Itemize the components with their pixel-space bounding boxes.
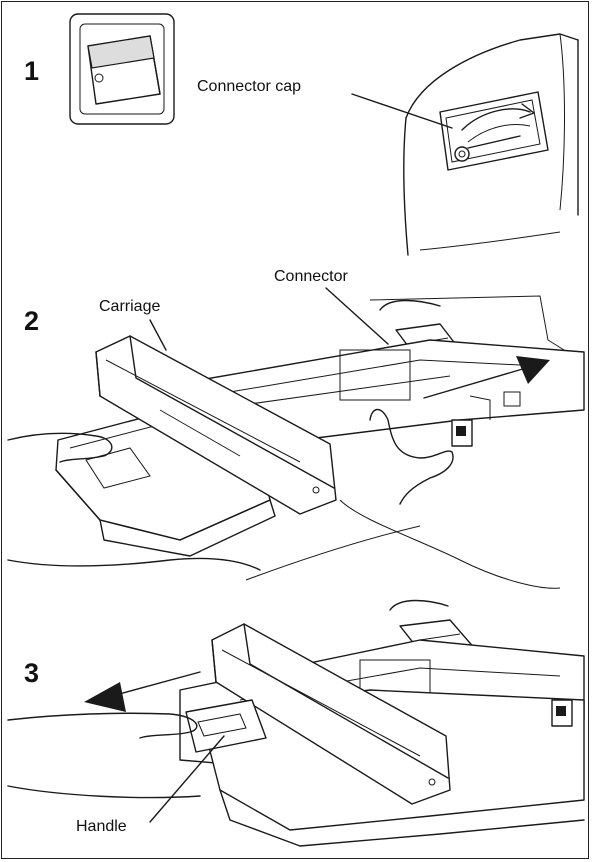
connector-label: Connector <box>274 268 348 286</box>
power-switch-icon <box>70 14 174 124</box>
step-number-3: 3 <box>24 658 39 689</box>
connector-cap-leader-line <box>352 94 452 128</box>
embroidery-unit-attach <box>8 288 584 588</box>
connector-cap-label: Connector cap <box>197 78 301 96</box>
connector-leader-line <box>326 288 388 344</box>
machine-side-panel <box>352 34 578 255</box>
step-number-2: 2 <box>24 306 39 337</box>
embroidery-unit-remove <box>8 601 584 847</box>
carriage-leader-line <box>150 320 166 350</box>
carriage-label: Carriage <box>99 298 160 316</box>
handle-label: Handle <box>76 818 127 836</box>
step-number-1: 1 <box>24 56 39 87</box>
